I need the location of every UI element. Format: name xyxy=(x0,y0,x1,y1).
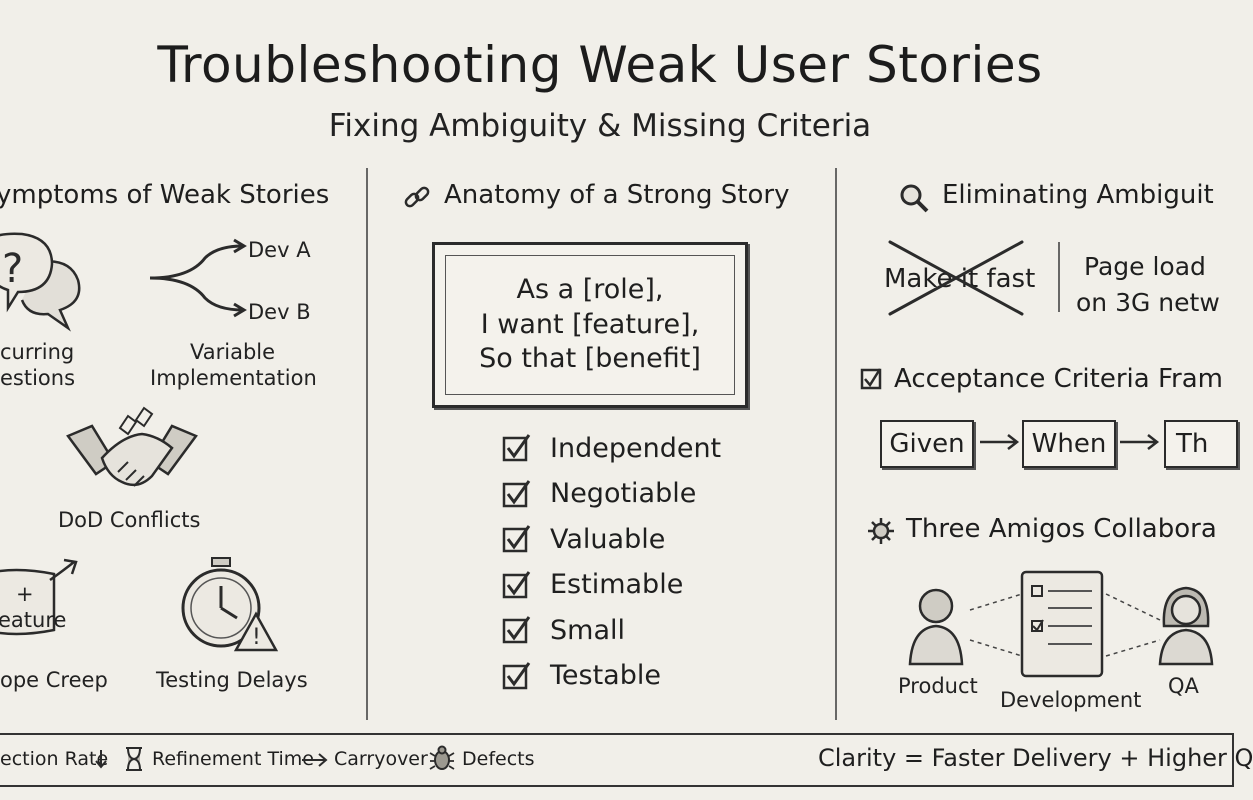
invest-item-label: Estimable xyxy=(550,569,684,600)
product-person-icon xyxy=(908,588,964,666)
dev-b-label: Dev B xyxy=(248,300,311,324)
fork-arrows-icon xyxy=(149,238,247,318)
flow-given-box: Given xyxy=(880,420,974,468)
good-example-line2: on 3G netw xyxy=(1076,288,1220,317)
symptoms-heading: ymptoms of Weak Stories xyxy=(0,180,330,210)
recurring-questions-label-line1: curring xyxy=(0,340,75,364)
three-amigos-heading: Three Amigos Collabora xyxy=(906,514,1217,544)
dev-a-label: Dev A xyxy=(248,238,311,262)
gear-icon xyxy=(868,518,894,544)
recurring-questions-label-line2: estions xyxy=(0,366,76,390)
arrow-right-icon xyxy=(980,434,1020,450)
handshake-icon xyxy=(66,406,198,487)
cross-out-icon xyxy=(888,240,1024,316)
checkmark-icon xyxy=(502,570,531,598)
rejection-rate-label: ection Rate xyxy=(0,748,109,770)
refinement-time-label: Refinement Time xyxy=(152,748,314,770)
arrow-right-icon xyxy=(1120,434,1160,450)
page-subtitle: Fixing Ambiguity & Missing Criteria xyxy=(328,108,872,144)
scope-creep-label: ope Creep xyxy=(0,668,108,692)
magnifier-icon xyxy=(900,184,929,213)
role-product-label: Product xyxy=(898,674,978,698)
invest-item-label: Independent xyxy=(550,432,722,464)
role-development-label: Development xyxy=(1000,688,1142,712)
story-role-line: As a [role], xyxy=(516,274,664,306)
svg-text:?: ? xyxy=(2,246,23,292)
arrow-down-icon xyxy=(95,750,107,769)
document-icon xyxy=(1020,570,1104,678)
metrics-footer-bar xyxy=(0,733,1234,787)
defects-label: Defects xyxy=(462,748,535,770)
testing-delays-label: Testing Delays xyxy=(156,668,308,692)
role-qa-label: QA xyxy=(1168,674,1199,698)
acceptance-criteria-heading: Acceptance Criteria Fram xyxy=(894,364,1223,394)
user-story-template-inner: As a [role], I want [feature], So that [… xyxy=(445,255,735,395)
anatomy-heading: Anatomy of a Strong Story xyxy=(444,180,790,210)
variable-implementation-label-line1: Variable xyxy=(190,340,276,364)
scope-feature-label: eature xyxy=(0,608,67,632)
checkbox-icon xyxy=(860,368,882,390)
checkmark-icon xyxy=(502,434,531,462)
flow-then-box: Th xyxy=(1164,420,1238,468)
user-story-template-card: As a [role], I want [feature], So that [… xyxy=(432,242,748,408)
good-example-line1: Page load xyxy=(1084,252,1206,281)
invest-item: Small xyxy=(502,610,625,650)
invest-item-label: Negotiable xyxy=(550,478,697,509)
story-benefit-line: So that [benefit] xyxy=(479,343,701,375)
example-divider xyxy=(1058,242,1060,312)
flow-when-box: When xyxy=(1022,420,1116,468)
invest-item-label: Valuable xyxy=(550,523,666,555)
speech-bubbles-icon: ? xyxy=(0,232,81,332)
invest-item: Independent xyxy=(502,428,721,468)
arrow-right-icon xyxy=(302,753,328,767)
dod-conflicts-label: DoD Conflicts xyxy=(58,508,201,532)
column-divider-left xyxy=(366,168,368,720)
qa-person-icon xyxy=(1158,586,1214,666)
scope-plus-label: + xyxy=(16,582,34,606)
invest-item-label: Small xyxy=(550,614,625,646)
invest-item: Estimable xyxy=(502,565,683,605)
invest-item-label: Testable xyxy=(550,660,661,691)
checkmark-icon xyxy=(502,616,531,644)
svg-text:!: ! xyxy=(252,625,261,650)
bug-icon xyxy=(429,745,455,770)
invest-item: Negotiable xyxy=(502,474,696,514)
invest-item: Testable xyxy=(502,656,661,696)
chain-link-icon xyxy=(404,186,430,208)
hourglass-icon xyxy=(126,747,142,771)
ambiguity-heading: Eliminating Ambiguit xyxy=(942,180,1214,210)
carryover-label: Carryover xyxy=(334,748,428,770)
checkmark-icon xyxy=(502,479,531,507)
checkmark-icon xyxy=(502,525,531,553)
clarity-tagline: Clarity = Faster Delivery + Higher Q xyxy=(818,744,1253,772)
stopwatch-warning-icon: ! xyxy=(181,557,279,652)
variable-implementation-label-line2: Implementation xyxy=(150,366,317,390)
invest-item: Valuable xyxy=(502,519,665,559)
story-feature-line: I want [feature], xyxy=(480,308,700,340)
checkmark-icon xyxy=(502,661,531,689)
page-title: Troubleshooting Weak User Stories xyxy=(157,36,1043,94)
scope-creep-icon xyxy=(0,558,78,636)
column-divider-right xyxy=(835,168,837,720)
dashed-connectors xyxy=(969,593,1161,657)
